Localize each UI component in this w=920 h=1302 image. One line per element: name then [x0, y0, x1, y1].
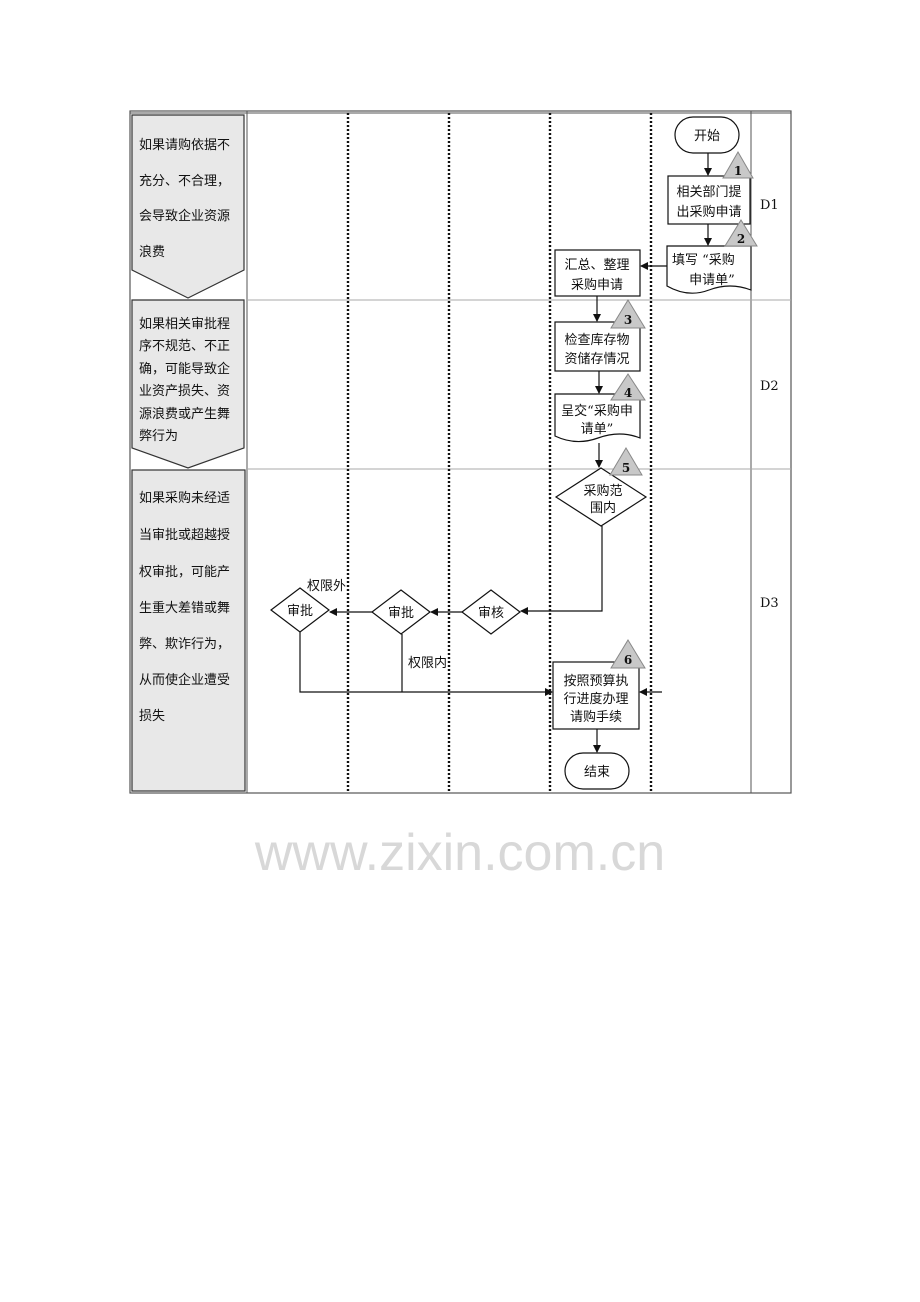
approve-decision-2: 审批 — [270, 587, 330, 633]
node-label: 6 — [624, 653, 632, 667]
node-label: 4 — [624, 386, 632, 400]
node-label: 申请单” — [689, 273, 735, 288]
risk-text: 弊、欺诈行为， — [139, 636, 230, 652]
end-node: 结束 — [564, 752, 630, 790]
node-label: 5 — [622, 461, 630, 475]
node-label: 填写 “采购 — [672, 252, 735, 268]
risk-panel-2: 如果相关审批程 序不规范、不正 确，可能导致企 业资产损失、资 源浪费或产生舞 … — [131, 299, 245, 469]
step1-box: 相关部门提 出采购申请 — [667, 175, 751, 225]
label-within-authority: 权限内 — [408, 655, 447, 671]
node-label: 呈交“采购申 — [561, 403, 633, 419]
risk-text: 损失 — [139, 709, 165, 724]
node-label: 2 — [737, 232, 745, 246]
risk-text: 充分、不合理， — [139, 173, 230, 189]
risk-text: 会导致企业资源 — [139, 208, 230, 224]
node-label: 汇总、整理 — [564, 258, 629, 273]
risk-text: 如果采购未经适 — [139, 490, 230, 506]
risk-text: 业资产损失、资 — [139, 384, 230, 399]
node-label: 相关部门提 — [676, 184, 741, 200]
node-label: 结束 — [584, 765, 610, 780]
risk-text: 当审批或超越授 — [139, 528, 230, 543]
approve-decision-1: 审批 — [371, 589, 431, 635]
step5-decision: 采购范 围内 — [554, 467, 648, 527]
risk-text: 序不规范、不正 — [139, 339, 230, 354]
node-label: 请购手续 — [570, 709, 622, 725]
watermark: www.zixin.com.cn — [254, 824, 665, 882]
step-marker-5: 5 — [609, 447, 643, 476]
node-label: 检查库存物 — [564, 332, 629, 348]
node-label: 审批 — [388, 606, 414, 621]
step6-box: 按照预算执 行进度办理 请购手续 — [552, 661, 640, 730]
node-label: 资储存情况 — [564, 352, 629, 367]
node-label: 3 — [624, 313, 632, 327]
risk-text: 弊行为 — [139, 428, 178, 444]
row-label-d2: D2 — [760, 379, 779, 394]
connectors — [299, 153, 712, 753]
row-label-d3: D3 — [760, 596, 779, 611]
node-label: 行进度办理 — [563, 691, 628, 707]
table-frame — [129, 110, 792, 794]
risk-text: 如果相关审批程 — [139, 316, 230, 332]
risk-text: 浪费 — [139, 245, 165, 260]
step-marker-1: 1 — [722, 150, 754, 179]
risk-panel-1: 如果请购依据不 充分、不合理， 会导致企业资源 浪费 — [131, 114, 245, 299]
summarize-box: 汇总、整理 采购申请 — [554, 249, 641, 297]
step-marker-4: 4 — [610, 373, 646, 401]
step-marker-2: 2 — [724, 219, 758, 247]
review-decision: 审核 — [461, 589, 521, 635]
node-label: 出采购申请 — [676, 204, 741, 220]
step-marker-6: 6 — [610, 639, 646, 669]
row-label-d1: D1 — [760, 198, 779, 213]
label-outside-authority: 权限外 — [307, 578, 346, 594]
step4-document: 呈交“采购申 请单” — [554, 393, 641, 443]
start-node: 开始 — [674, 116, 740, 154]
step2-document: 填写 “采购 申请单” — [666, 245, 752, 294]
risk-text: 权审批，可能产 — [139, 564, 230, 580]
risk-text: 从而使企业遭受 — [139, 672, 230, 688]
risk-text: 生重大差错或舞 — [139, 600, 230, 616]
node-label: 采购范 — [583, 483, 622, 499]
node-label: 采购申请 — [571, 277, 623, 293]
node-label: 开始 — [694, 129, 720, 144]
risk-text: 源浪费或产生舞 — [139, 407, 230, 422]
node-label: 围内 — [590, 500, 616, 516]
risk-text: 确，可能导致企 — [139, 361, 230, 377]
step3-box: 检查库存物 资储存情况 — [554, 321, 641, 372]
node-label: 1 — [734, 164, 742, 178]
node-label: 审批 — [287, 604, 313, 619]
node-label: 审核 — [478, 606, 504, 621]
risk-panel-3: 如果采购未经适 当审批或超越授 权审批，可能产 生重大差错或舞 弊、欺诈行为， … — [131, 469, 246, 792]
node-label: 请单” — [581, 422, 614, 437]
risk-text: 如果请购依据不 — [139, 137, 230, 153]
node-label: 按照预算执 — [563, 674, 628, 689]
step-marker-3: 3 — [610, 299, 646, 329]
